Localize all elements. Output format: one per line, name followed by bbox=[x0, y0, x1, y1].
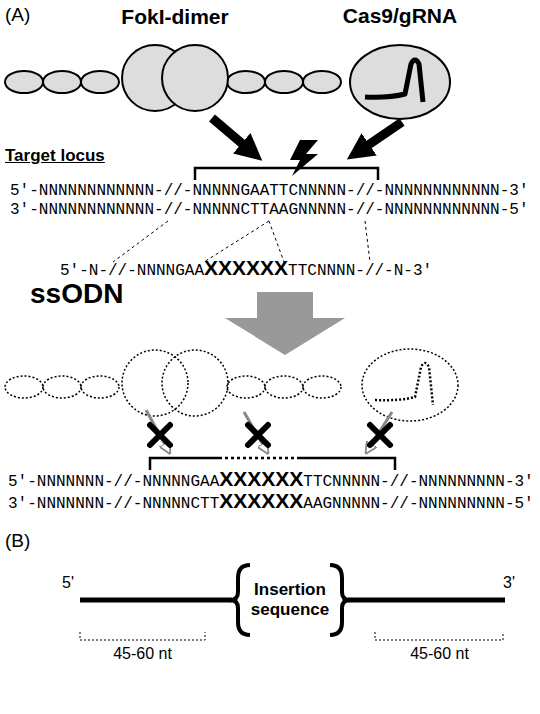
dna-sequence: 3'-NNNNNNN-//-NNNNNCTT bbox=[8, 495, 219, 513]
node-heading: FokI-dimer bbox=[105, 5, 245, 29]
insert-sequence: XXXXXX bbox=[219, 467, 303, 491]
dna-sequence: AAGNNNNN-//-NNNNNNNNN-5' bbox=[303, 495, 533, 513]
cas9-grna-outline bbox=[345, 42, 455, 122]
cleavage-bolt bbox=[290, 140, 318, 176]
dna-strand: 5'-NNNNNNNNNNNN-//-NNNNNGAATTCNNNNN-//-N… bbox=[10, 182, 528, 200]
edited-strand: 3'-NNNNNNN-//-NNNNNCTTXXXXXXAAGNNNNN-//-… bbox=[8, 489, 534, 513]
brace bbox=[330, 565, 350, 635]
brace bbox=[230, 565, 250, 635]
panel-label: (A) bbox=[5, 4, 30, 26]
homology-lines bbox=[113, 221, 370, 262]
cas9-dotted bbox=[362, 349, 458, 421]
process-arrow bbox=[225, 292, 345, 355]
homology-arm bbox=[348, 598, 505, 603]
binding-arrow bbox=[212, 118, 252, 152]
edited-strand: 5'-NNNNNNN-//-NNNNNGAAXXXXXXTTCNNNNN-//-… bbox=[8, 467, 534, 491]
panel-label: (B) bbox=[5, 530, 30, 552]
blocked-arrows bbox=[146, 410, 392, 450]
node-heading: Cas9/gRNA bbox=[325, 4, 475, 28]
length-label: 45-60 nt bbox=[397, 645, 482, 663]
dna-sequence: TTCNNNN-//-N-3' bbox=[288, 262, 432, 280]
ssodn-label: ssODN bbox=[30, 278, 123, 310]
length-bracket bbox=[80, 632, 205, 640]
block-x-marks bbox=[150, 425, 390, 445]
dna-sequence: TTCNNNNN-//-NNNNNNNNN-3' bbox=[303, 473, 533, 491]
fok1-dimer-outline bbox=[5, 45, 350, 120]
dna-sequence: 5'-NNNNNNN-//-NNNNNGAA bbox=[8, 473, 219, 491]
fok1-dimer-shape: FokI-dimer bbox=[5, 45, 350, 120]
fok1-dimer-dotted bbox=[5, 350, 341, 416]
dna-sequence: 5'-N-//-NNNNGAA bbox=[60, 262, 204, 280]
end-label: 5' bbox=[62, 574, 74, 592]
length-bracket bbox=[375, 632, 503, 640]
length-label: 45-60 nt bbox=[100, 645, 185, 663]
end-label: 3' bbox=[503, 574, 515, 592]
insert-sequence: XXXXXX bbox=[204, 256, 288, 280]
section-title: Target locus bbox=[5, 146, 105, 166]
insertion-label: Insertion sequence bbox=[246, 580, 334, 619]
cas9-grna-shape: Cas9/gRNA bbox=[345, 42, 455, 122]
dna-strand: 3'-NNNNNNNNNNNN-//-NNNNNCTTAAGNNNNN-//-N… bbox=[10, 201, 528, 219]
insert-sequence: XXXXXX bbox=[219, 489, 303, 513]
binding-arrow bbox=[358, 122, 402, 152]
target-bracket bbox=[195, 168, 378, 180]
edited-bracket-dotted bbox=[219, 457, 299, 460]
homology-arm bbox=[80, 598, 232, 603]
ssodn-sequence: 5'-N-//-NNNNGAAXXXXXXTTCNNNN-//-N-3' bbox=[60, 256, 432, 280]
